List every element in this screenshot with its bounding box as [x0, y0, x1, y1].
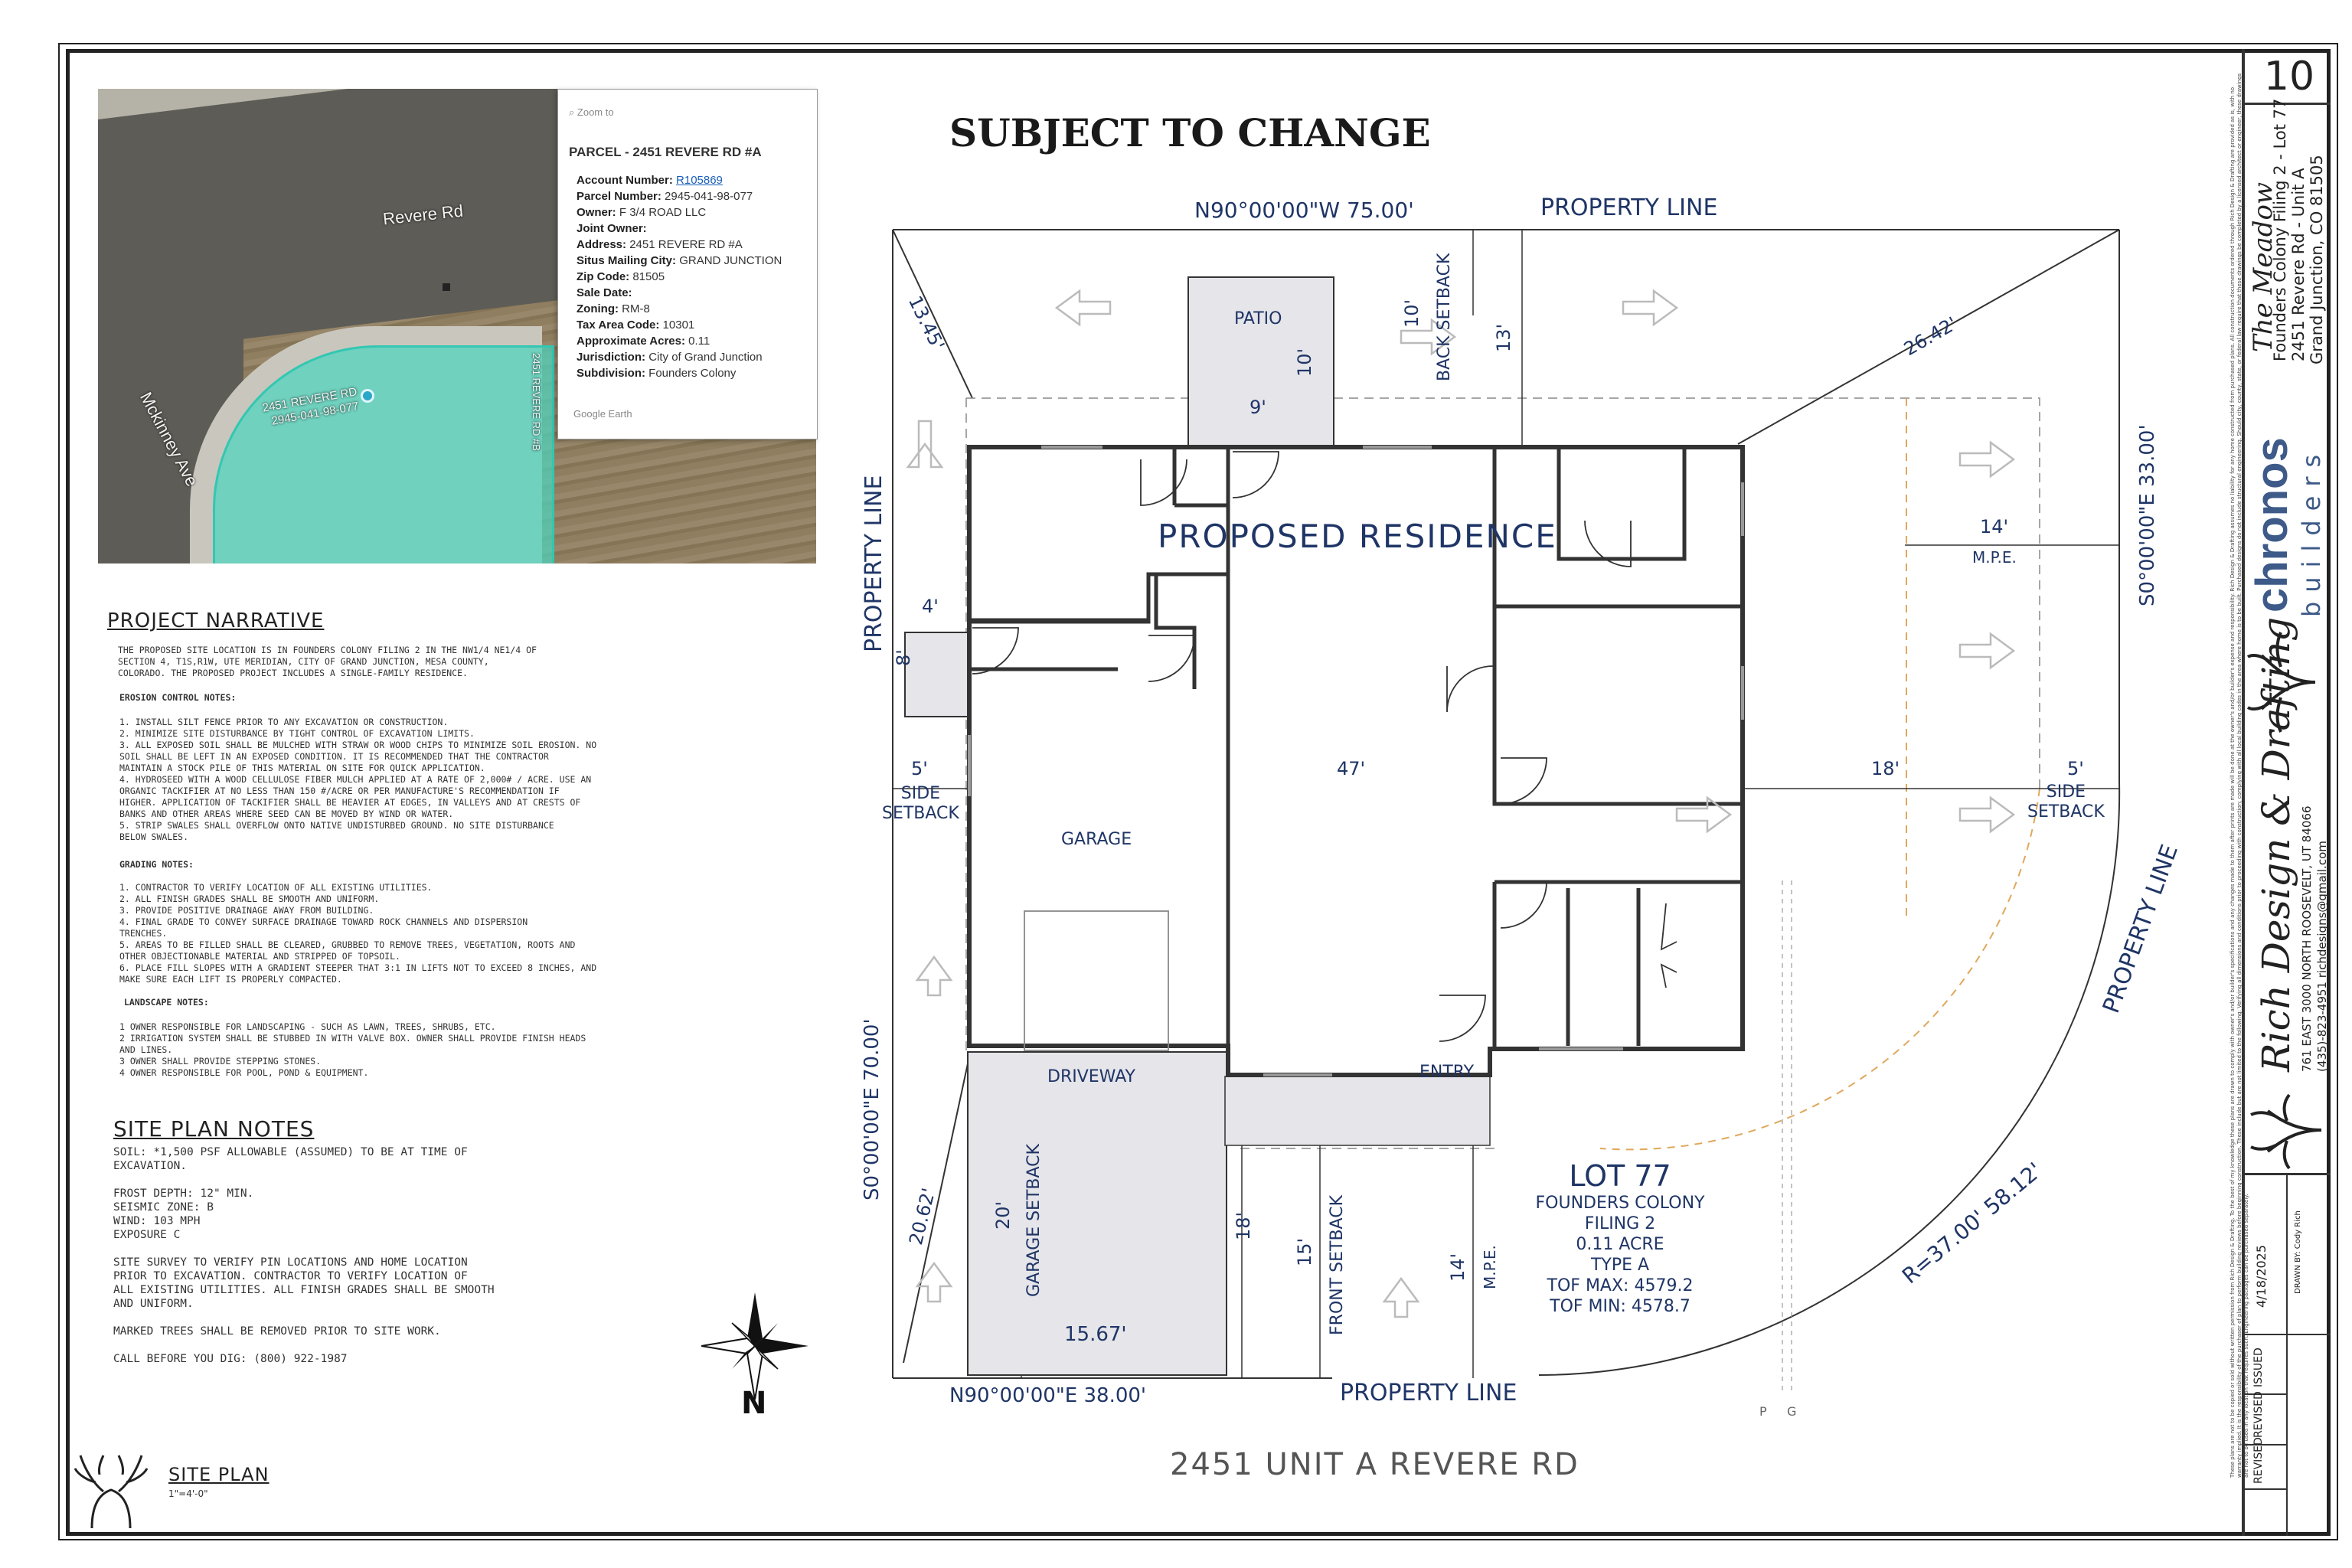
- drawn-by: DRAWN BY: Cody Rich: [2294, 1210, 2302, 1294]
- proposed-residence-label: PROPOSED RESIDENCE: [1158, 518, 1557, 555]
- drafter-elk-icon: [2250, 1093, 2322, 1170]
- dim-20: 20': [992, 1200, 1014, 1230]
- property-line-left-label: PROPERTY LINE: [861, 475, 887, 652]
- site-plan-title: SITE PLAN: [168, 1464, 270, 1485]
- project-address-2: Grand Junction, CO 81505: [2308, 155, 2326, 364]
- bottom-bearing: N90°00'00"E 38.00': [949, 1384, 1147, 1407]
- magnifier-icon: ⌕: [569, 106, 577, 118]
- account-link[interactable]: R105869: [676, 174, 723, 187]
- lot-line-5: TOF MAX: 4579.2: [1547, 1276, 1694, 1295]
- subject-to-change: SUBJECT TO CHANGE: [949, 110, 1431, 155]
- narrative-heading: PROJECT NARRATIVE: [107, 609, 325, 632]
- left-bearing: S0°00'00"E 70.00': [861, 1018, 884, 1200]
- erosion-notes: 1. INSTALL SILT FENCE PRIOR TO ANY EXCAV…: [119, 717, 597, 842]
- dim-4: 4': [922, 596, 939, 617]
- north-label: N: [741, 1386, 767, 1421]
- driveway-slab: [967, 1051, 1227, 1376]
- drafter-contact: (435)-823-4951 richdesigns@gmail.com: [2315, 841, 2329, 1072]
- mpe-label: M.P.E.: [1972, 548, 2017, 567]
- north-arrow-icon: [701, 1292, 808, 1400]
- lot-block: LOT 77 FOUNDERS COLONY FILING 2 0.11 ACR…: [1528, 1159, 1712, 1317]
- mpe-bottom-label: M.P.E.: [1481, 1245, 1499, 1289]
- entry-label: ENTRY: [1419, 1063, 1475, 1082]
- garage-setback-label: GARAGE SETBACK: [1024, 1144, 1044, 1297]
- dim-13: 13': [1493, 323, 1514, 352]
- dim-18: 18': [1871, 758, 1900, 779]
- project-address-1: 2451 Revere Rd - Unit A: [2289, 168, 2308, 361]
- dim-5-right: 5': [2067, 758, 2084, 779]
- grading-heading: GRADING NOTES:: [119, 859, 194, 870]
- title-block-divider: [2242, 49, 2245, 1536]
- patio-slab: [1187, 276, 1334, 448]
- dim-5-left: 5': [911, 758, 928, 779]
- property-line-top-label: PROPERTY LINE: [1540, 194, 1718, 221]
- patio-label: PATIO: [1234, 309, 1282, 328]
- disclaimer: These plans are not to be copied or sold…: [2230, 73, 2249, 1478]
- dim-18-bottom: 18': [1233, 1211, 1254, 1240]
- property-line-bottom-label: PROPERTY LINE: [1340, 1380, 1517, 1406]
- lot-title: LOT 77: [1569, 1159, 1671, 1193]
- sheet-number: 10: [2263, 54, 2315, 100]
- front-setback-label: FRONT SETBACK: [1328, 1195, 1347, 1335]
- dim-8: 8': [893, 649, 914, 666]
- lot-line-6: TOF MIN: 4578.7: [1550, 1297, 1690, 1316]
- dim-47: 47': [1337, 758, 1366, 779]
- dim-14-bottom: 14': [1447, 1253, 1468, 1282]
- side-pad: [904, 632, 969, 717]
- driveway-label: DRIVEWAY: [1047, 1067, 1135, 1086]
- narrative-intro: THE PROPOSED SITE LOCATION IS IN FOUNDER…: [118, 645, 537, 678]
- dim-14: 14': [1980, 516, 2009, 537]
- site-address: 2451 UNIT A REVERE RD: [1170, 1447, 1579, 1482]
- dim-15-67: 15.67': [1064, 1323, 1127, 1346]
- issued-label: ISSUED: [2252, 1348, 2265, 1387]
- aerial-marker: [443, 283, 450, 291]
- landscape-notes: 1 OWNER RESPONSIBLE FOR LANDSCAPING - SU…: [119, 1021, 586, 1078]
- back-setback-label: BACK SETBACK: [1435, 253, 1454, 381]
- site-notes-heading: SITE PLAN NOTES: [113, 1116, 315, 1142]
- erosion-heading: EROSION CONTROL NOTES:: [119, 692, 237, 703]
- project-lot: Founders Colony Filing 2 - Lot 77: [2271, 98, 2289, 361]
- site-notes-body: SOIL: *1,500 PSF ALLOWABLE (ASSUMED) TO …: [113, 1146, 495, 1365]
- site-plan-scale: 1"=4'-0": [168, 1488, 208, 1499]
- pg-p: P: [1759, 1404, 1767, 1419]
- issued-date: 4/18/2025: [2254, 1244, 2269, 1308]
- lot-line-3: 0.11 ACRE: [1576, 1235, 1664, 1254]
- google-earth-credit: Google Earth: [573, 408, 632, 420]
- brand-subtitle: builders: [2297, 445, 2326, 617]
- elk-logo-icon: [74, 1455, 149, 1529]
- patio-width: 9': [1250, 397, 1266, 418]
- elk-antler-icon: [2246, 632, 2316, 733]
- garage-label: GARAGE: [1061, 830, 1132, 849]
- aerial-pin-icon[interactable]: [361, 389, 374, 403]
- parcel-info-panel: ⌕ Zoom to PARCEL - 2451 REVERE RD #A Acc…: [557, 89, 818, 439]
- top-bearing: N90°00'00"W 75.00': [1194, 198, 1414, 223]
- pg-g: G: [1787, 1404, 1797, 1419]
- drafter-address: 761 EAST 3000 NORTH ROOSEVELT, UT 84066: [2300, 805, 2314, 1073]
- sheet-border: [66, 49, 2331, 1536]
- revised-label-2: REVISED: [2252, 1437, 2265, 1484]
- patio-height: 10': [1294, 348, 1315, 377]
- grading-notes: 1. CONTRACTOR TO VERIFY LOCATION OF ALL …: [119, 882, 597, 985]
- back-setback-dim: 10': [1401, 299, 1423, 328]
- side-setback-left: SIDE SETBACK: [882, 784, 959, 823]
- parcel-title: PARCEL - 2451 REVERE RD #A: [569, 145, 762, 159]
- lot-line-2: FILING 2: [1584, 1214, 1656, 1233]
- dim-15: 15': [1294, 1237, 1315, 1266]
- parcel-attributes: Account Number: R105869 Parcel Number: 2…: [577, 174, 782, 380]
- house-outline: [967, 445, 1745, 1077]
- lot-line-4: TYPE A: [1590, 1256, 1650, 1275]
- side-setback-right: SIDE SETBACK: [2027, 782, 2105, 822]
- lot-line-1: FOUNDERS COLONY: [1535, 1194, 1705, 1213]
- sheet-border-outer: [58, 43, 2338, 1540]
- entry-walkway: [1224, 1076, 1491, 1146]
- right-bearing: S0°00'00"E 33.00': [2136, 424, 2159, 606]
- revised-label-1: REVISED: [2252, 1391, 2265, 1438]
- brand-logo: chronos: [2247, 437, 2297, 612]
- landscape-heading: LANDSCAPE NOTES:: [124, 997, 209, 1008]
- zoom-to-link[interactable]: ⌕ Zoom to: [569, 106, 614, 118]
- drafter-name: Rich Design & Drafting: [2254, 616, 2298, 1072]
- property-arc: [1538, 780, 2121, 1376]
